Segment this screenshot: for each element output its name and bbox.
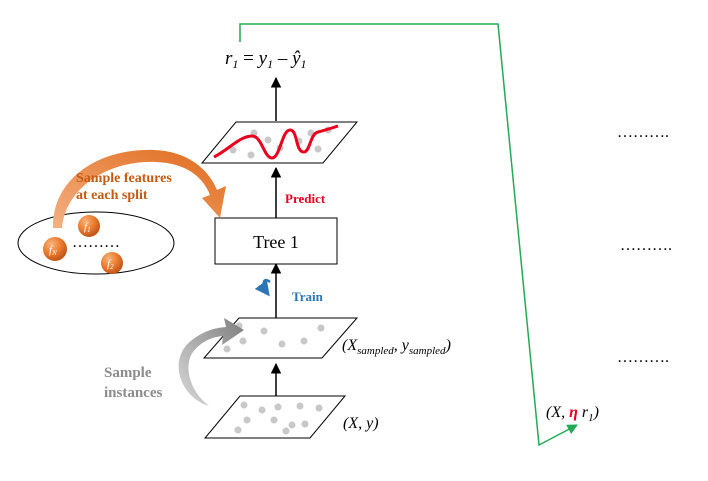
next-stage-label: (X, η r1)	[546, 404, 599, 424]
feature-ball-fN	[43, 237, 67, 261]
full-data-points	[234, 401, 323, 435]
feature-label-fN: fN	[49, 244, 57, 257]
feature-ball-f1	[78, 215, 100, 237]
residual-formula: r1 = y1 – ŷ1	[225, 48, 307, 71]
sample-features-label: Sample features at each split	[76, 171, 175, 203]
sampled-dataset-label: (Xsampled, ysampled)	[342, 337, 451, 357]
sample-instances-arrow	[178, 318, 244, 406]
feature-ball-f2	[101, 252, 123, 274]
sample-features-arrow	[52, 149, 226, 228]
train-label: Train	[292, 289, 324, 304]
tree-box	[214, 217, 338, 265]
feature-ellipsis: ………	[72, 234, 120, 251]
next-stage-connector	[239, 23, 578, 447]
prediction-curve	[213, 124, 339, 160]
predict-label: Predict	[285, 191, 326, 206]
feature-label-f2: f2	[107, 258, 114, 271]
tree-label: Tree 1	[253, 232, 299, 252]
feature-label-f1: f1	[84, 221, 91, 234]
train-curved-arrow	[254, 278, 271, 297]
continuation-dots-3: ……….	[617, 349, 669, 366]
continuation-dots-2: ……….	[620, 237, 672, 254]
full-dataset-label: (X, y)	[343, 415, 379, 432]
sampled-data-points	[223, 322, 325, 353]
continuation-dots-1: ……….	[617, 124, 669, 141]
sample-instances-label: Sample instances	[104, 365, 163, 401]
